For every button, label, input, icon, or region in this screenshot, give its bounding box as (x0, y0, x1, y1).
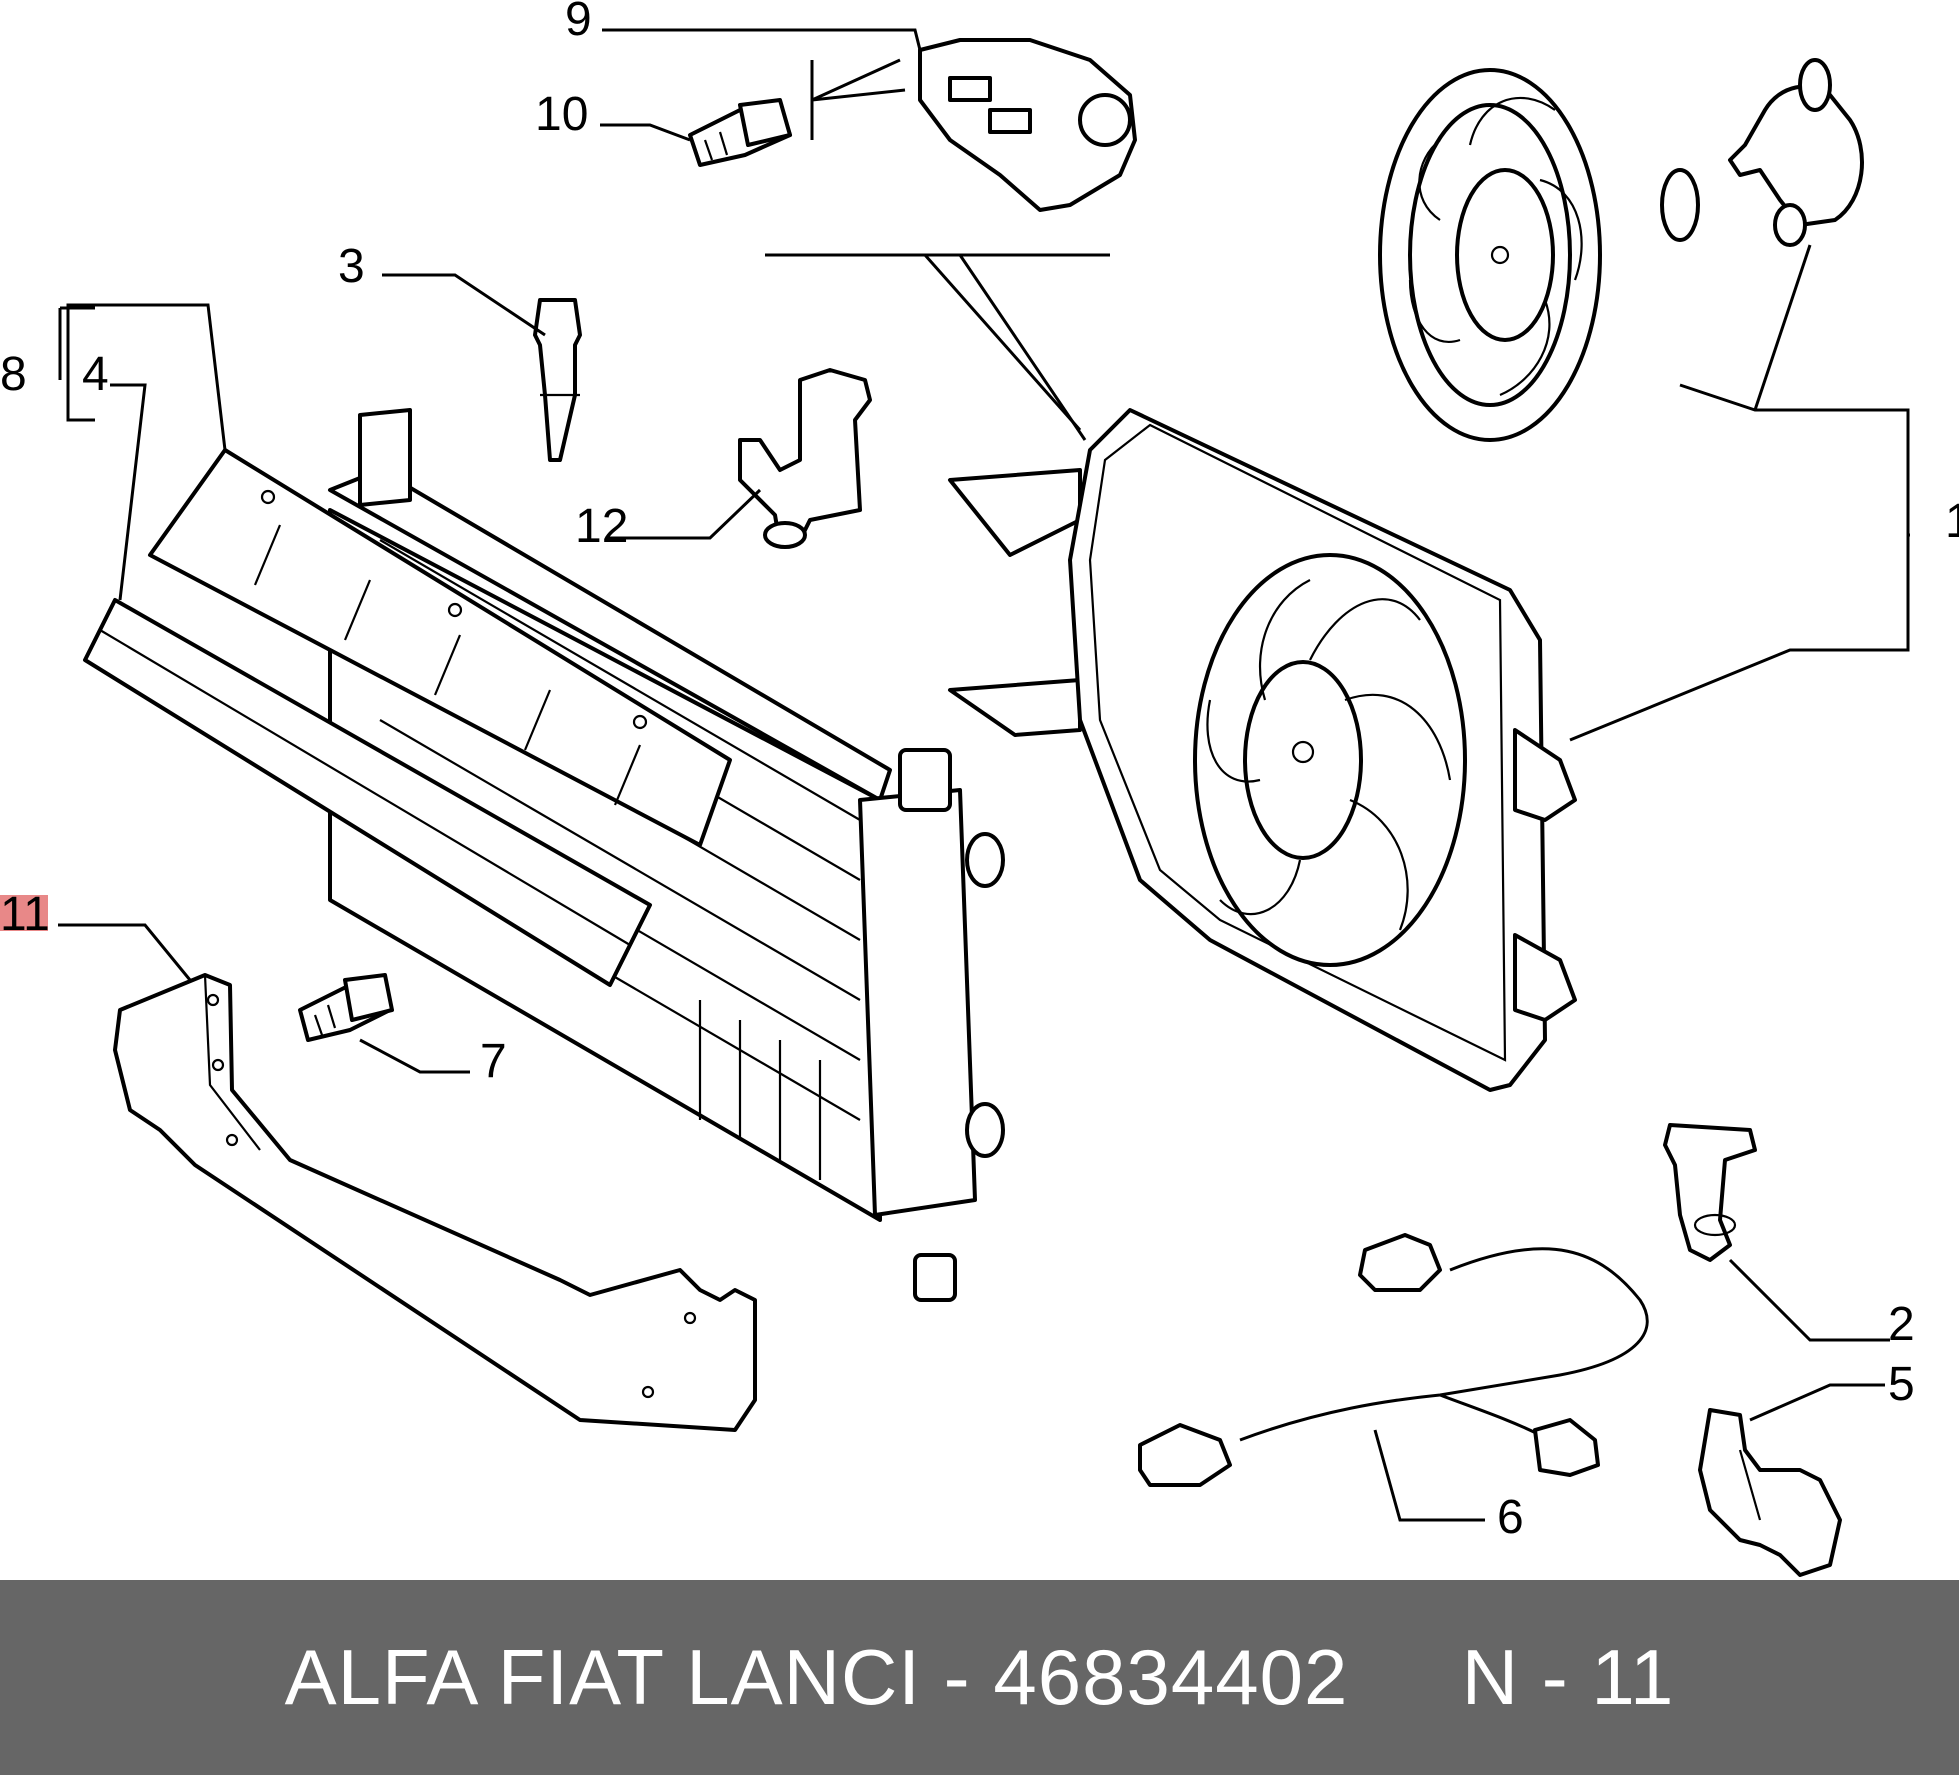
footer-banner: ALFA FIAT LANCI - 46834402 N - 11 (0, 1580, 1959, 1775)
harness-6 (1138, 1233, 1649, 1487)
callout-6: 6 (1497, 1491, 1524, 1544)
callout-10: 10 (535, 88, 588, 141)
fan-shroud-1 (948, 408, 1577, 1092)
bolt-10 (688, 98, 792, 167)
callout-3: 3 (338, 240, 365, 293)
callout-8: 8 (0, 348, 27, 401)
callout-9: 9 (565, 0, 592, 46)
parts-diagram: 1 2 3 4 5 6 7 8 9 10 11 12 (0, 0, 1959, 1577)
callout-4: 4 (82, 348, 109, 401)
callout-12: 12 (575, 500, 628, 553)
footer-separator: - (920, 1633, 994, 1721)
footer-part-number: 46834402 (993, 1633, 1349, 1721)
callout-7: 7 (480, 1035, 507, 1088)
callout-5: 5 (1888, 1358, 1915, 1411)
fan-motor (1728, 58, 1864, 247)
footer-gap (1348, 1633, 1461, 1721)
footer-caption: ALFA FIAT LANCI - 46834402 N - 11 (285, 1632, 1675, 1723)
upper-deflector (148, 448, 732, 847)
resistor-9 (918, 38, 1137, 212)
footer-ref: N - 11 (1461, 1633, 1675, 1721)
fan-upper (1378, 68, 1700, 442)
bolt-7 (298, 973, 394, 1042)
callout-labels: 1 2 3 4 5 6 7 8 9 10 11 12 (0, 0, 1959, 1544)
callout-11: 11 (0, 888, 50, 941)
clip-12 (738, 368, 872, 549)
callout-1: 1 (1945, 495, 1959, 548)
lower-deflector (83, 598, 652, 987)
clip-5 (1698, 1408, 1842, 1577)
lower-bracket (113, 973, 757, 1432)
callout-2: 2 (1888, 1298, 1915, 1351)
push-clip-3 (533, 298, 582, 462)
clamp-2 (1663, 1123, 1757, 1262)
footer-brand: ALFA FIAT LANCI (284, 1633, 921, 1721)
fan-blades (1206, 579, 1452, 931)
callout-11-highlight (0, 895, 48, 931)
leader-lines (58, 28, 1910, 1522)
